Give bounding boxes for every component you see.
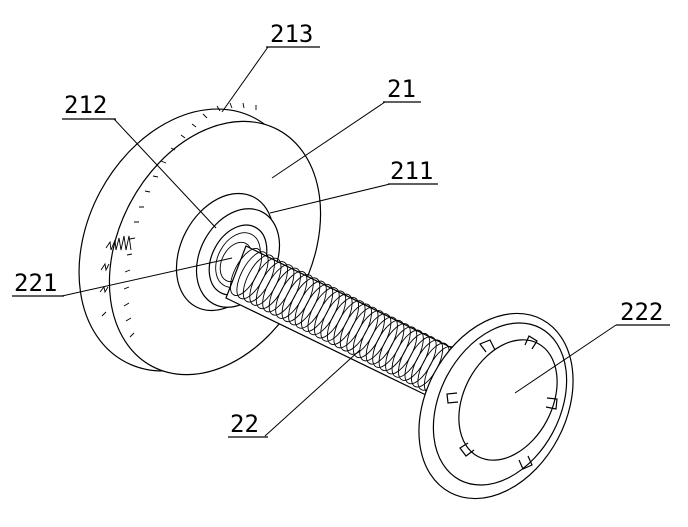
label-21: 21 — [387, 75, 416, 103]
label-221: 221 — [14, 269, 57, 297]
leader-lines — [61, 46, 617, 437]
label-211: 211 — [390, 157, 433, 185]
end-wheel — [418, 312, 574, 500]
threaded-screw — [225, 245, 457, 397]
gear-teeth — [123, 102, 257, 338]
callout-labels: 213 212 21 211 221 222 22 — [12, 20, 670, 438]
label-212: 212 — [64, 91, 107, 119]
wheel-spokes — [446, 335, 558, 470]
label-22: 22 — [230, 410, 259, 438]
label-222: 222 — [620, 298, 663, 326]
screw-threads — [229, 248, 457, 394]
label-213: 213 — [270, 20, 313, 48]
